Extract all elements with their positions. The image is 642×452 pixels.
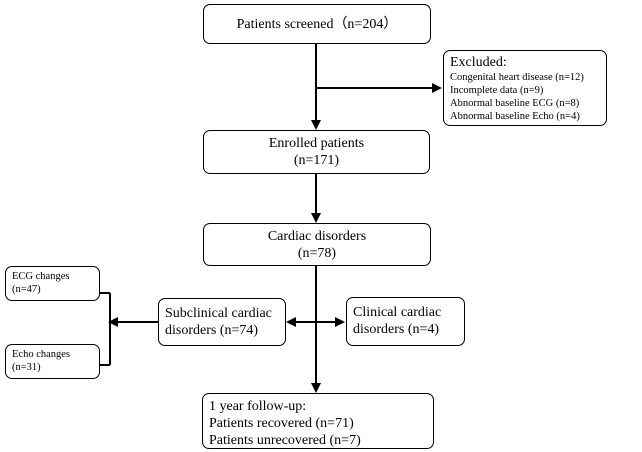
screened-label: Patients screened（n=204） [236,16,398,32]
followup-recovered: Patients recovered (n=71) [209,416,354,431]
excluded-item: Abnormal baseline Echo (n=4) [450,111,580,122]
clinical-count: disorders (n=4) [353,322,440,337]
box-ecg-changes: ECG changes (n=47) [5,266,100,301]
excluded-title: Excluded: [450,55,507,70]
box-enrolled-patients: Enrolled patients (n=171) [203,130,430,174]
box-followup: 1 year follow-up: Patients recovered (n=… [202,393,434,449]
enrolled-label: Enrolled patients [268,136,365,151]
excluded-item: Abnormal baseline ECG (n=8) [450,98,580,109]
ecg-label: ECG changes [12,271,70,282]
subclinical-label: Subclinical cardiac [165,306,272,321]
ecg-count: (n=47) [12,284,41,295]
cardiac-label: Cardiac disorders [267,228,367,244]
box-echo-changes: Echo changes (n=31) [5,344,100,379]
excluded-item: Congenital heart disease (n=12) [450,72,584,83]
clinical-label: Clinical cardiac [353,305,442,320]
box-cardiac-disorders: Cardiac disorders (n=78) [203,223,431,266]
box-patients-screened: Patients screened（n=204） [203,4,431,44]
box-subclinical: Subclinical cardiac disorders (n=74) [158,298,286,346]
box-excluded: Excluded: Congenital heart disease (n=12… [443,50,607,126]
echo-label: Echo changes [12,349,71,360]
enrolled-count: (n=171) [293,153,340,168]
subclinical-count: disorders (n=74) [165,323,259,338]
echo-count: (n=31) [12,362,41,373]
box-clinical: Clinical cardiac disorders (n=4) [346,297,465,346]
followup-title: 1 year follow-up: [209,399,307,414]
excluded-item: Incomplete data (n=9) [450,85,544,96]
followup-unrecovered: Patients unrecovered (n=7) [209,433,361,448]
cardiac-count: (n=78) [297,245,337,261]
